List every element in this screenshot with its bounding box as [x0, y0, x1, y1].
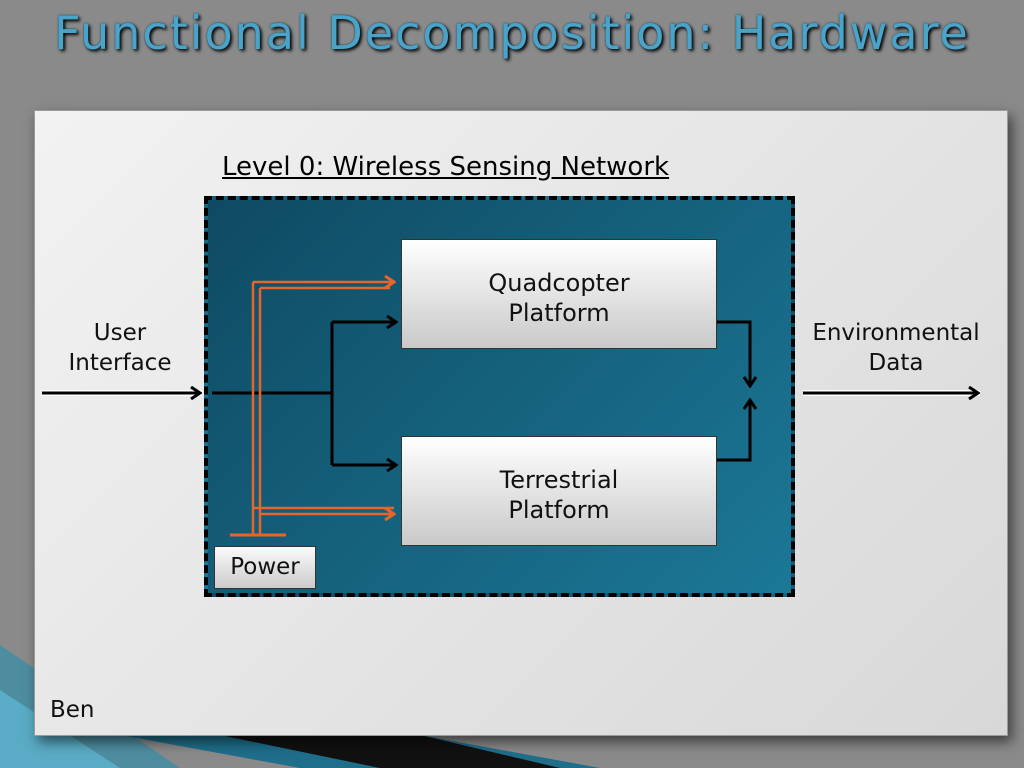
terrestrial-platform-block: Terrestrial Platform — [401, 436, 717, 546]
user-interface-label: User Interface — [68, 320, 172, 376]
power-distribution-wires — [230, 282, 394, 537]
author-label: Ben — [50, 697, 95, 723]
power-block: Power — [214, 546, 316, 589]
output-merge-wires — [717, 320, 750, 462]
signal-distribution-wires — [212, 322, 396, 465]
environmental-data-label: Environmental Data — [812, 320, 980, 376]
diagram-heading: Level 0: Wireless Sensing Network — [222, 152, 670, 182]
slide-title: Functional Decomposition: Hardware — [54, 6, 970, 60]
quadcopter-platform-block: Quadcopter Platform — [401, 239, 717, 349]
